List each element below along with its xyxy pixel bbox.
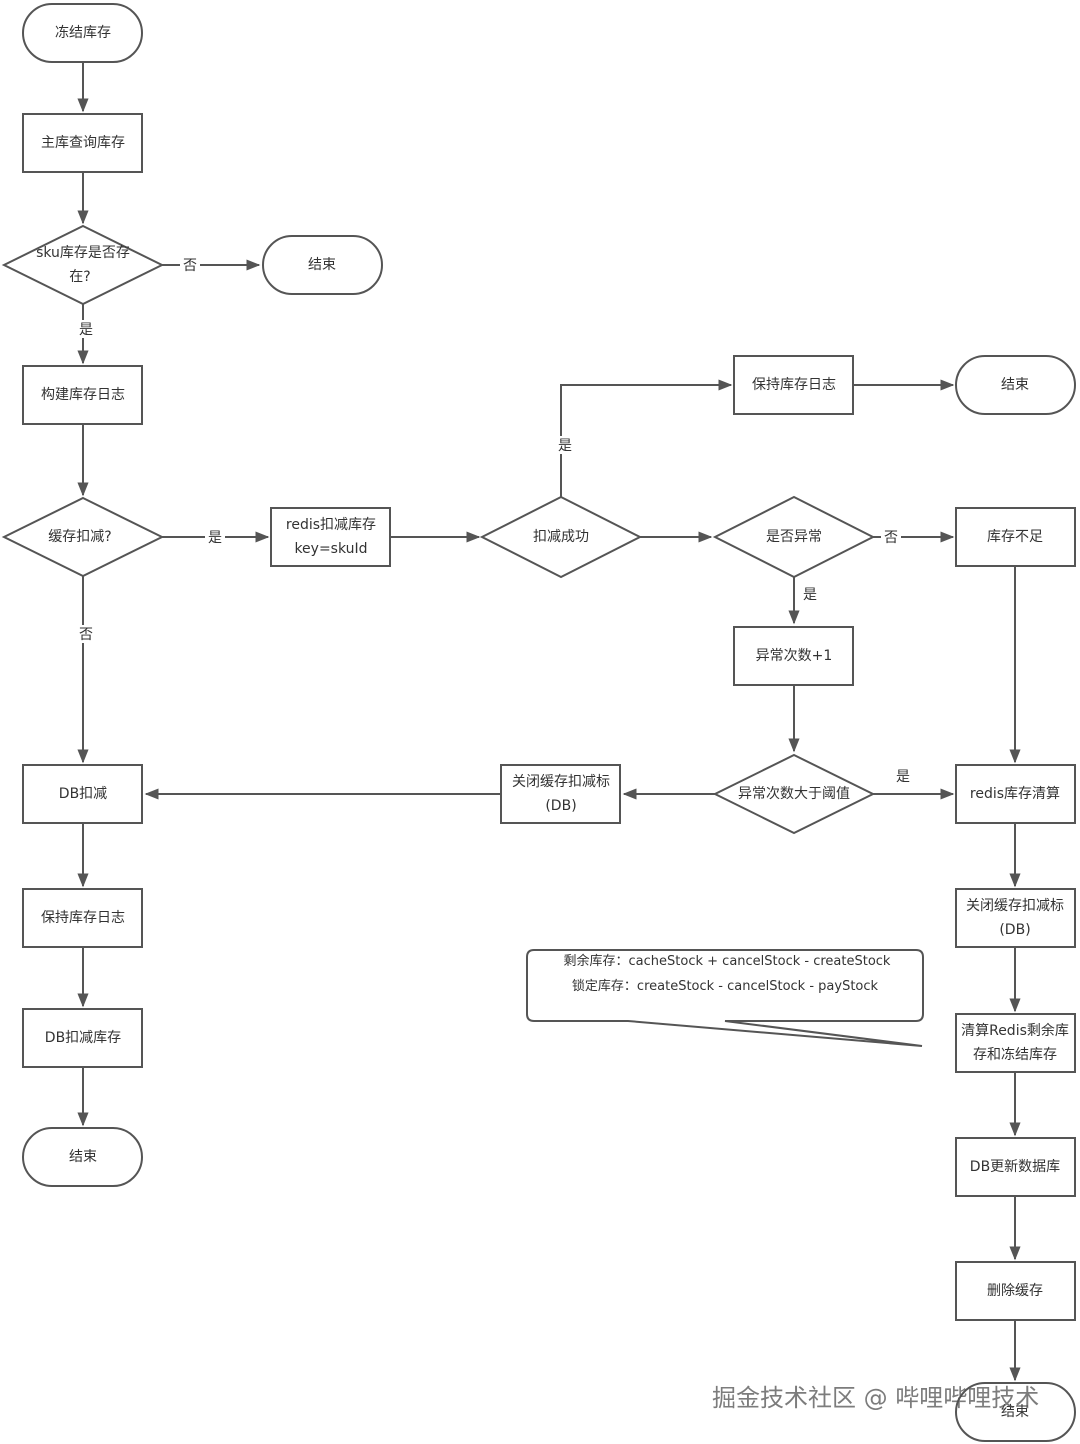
node-redis-deduct-label-2: key=skuId bbox=[294, 541, 367, 557]
node-settle-redis bbox=[955, 1013, 1076, 1073]
edge-success-yes bbox=[560, 379, 733, 497]
node-db-deduct-stock bbox=[22, 1008, 143, 1068]
node-sku-exists-label-2: 在? bbox=[69, 269, 90, 285]
node-end-left-label: 结束 bbox=[69, 1149, 97, 1165]
node-query-label: 主库查询库存 bbox=[41, 135, 125, 151]
node-sku-exists-decision bbox=[1, 224, 165, 306]
node-is-exception-label: 是否异常 bbox=[766, 529, 822, 545]
node-settle-label-1: 清算Redis剩余库 bbox=[961, 1022, 1069, 1039]
note-line-remaining: 剩余库存：cacheStock + cancelStock - createSt… bbox=[564, 953, 891, 969]
node-is-exception-decision bbox=[712, 495, 876, 579]
node-redis-clear bbox=[955, 764, 1076, 824]
node-keep-log-left bbox=[22, 888, 143, 948]
node-exception-count bbox=[733, 626, 854, 686]
node-insufficient-label: 库存不足 bbox=[987, 529, 1043, 545]
node-close-flag-mid-label-1: 关闭缓存扣减标 bbox=[512, 774, 610, 790]
node-db-deduct-stock-label: DB扣减库存 bbox=[45, 1030, 121, 1046]
node-deduct-success-decision bbox=[479, 495, 643, 579]
node-insufficient-stock bbox=[955, 507, 1076, 567]
node-start-frozen-stock bbox=[22, 3, 143, 63]
node-cache-deduct-decision bbox=[1, 496, 165, 578]
node-close-flag-right-label-1: 关闭缓存扣减标 bbox=[966, 898, 1064, 914]
label-exception-no: 否 bbox=[884, 530, 898, 546]
node-end-top bbox=[262, 235, 383, 295]
node-end-bottom-label: 结束 bbox=[1001, 1404, 1029, 1420]
node-db-update-label: DB更新数据库 bbox=[970, 1159, 1060, 1175]
node-close-flag-mid-label-2: (DB) bbox=[545, 798, 576, 814]
edges bbox=[77, 62, 1021, 1382]
node-end-top-label: 结束 bbox=[308, 257, 336, 273]
label-threshold-yes: 是 bbox=[896, 769, 910, 785]
node-over-threshold-label: 异常次数大于阈值 bbox=[738, 786, 850, 802]
node-end-right-top bbox=[955, 355, 1076, 415]
label-cache-yes: 是 bbox=[208, 530, 222, 546]
node-db-deduct-label: DB扣减 bbox=[59, 786, 107, 802]
node-cache-deduct-label: 缓存扣减? bbox=[48, 529, 111, 545]
node-build-log-label: 构建库存日志 bbox=[41, 387, 125, 403]
nodes: 冻结库存 主库查询库存 sku库存是否存 在? 结束 构建库存日志 缓存扣减? … bbox=[1, 3, 1076, 1442]
node-close-flag-mid bbox=[500, 764, 621, 824]
node-settle-label-2: 存和冻结库存 bbox=[973, 1046, 1057, 1063]
node-redis-clear-label: redis库存清算 bbox=[970, 786, 1060, 802]
edge-labels: 否 是 是 否 是 否 是 是 bbox=[76, 256, 910, 785]
label-success-yes: 是 bbox=[558, 438, 572, 454]
node-end-left bbox=[22, 1127, 143, 1187]
note-line-locked: 锁定库存：createStock - cancelStock - payStoc… bbox=[572, 978, 879, 994]
label-cache-no: 否 bbox=[79, 627, 93, 643]
label-sku-yes: 是 bbox=[79, 322, 93, 338]
node-redis-deduct-label-1: redis扣减库存 bbox=[286, 517, 376, 533]
node-sku-exists-label-1: sku库存是否存 bbox=[36, 245, 130, 261]
note-box bbox=[526, 949, 924, 1047]
node-end-right-top-label: 结束 bbox=[1001, 377, 1029, 393]
node-redis-deduct bbox=[270, 507, 391, 567]
node-close-flag-right-label-2: (DB) bbox=[999, 922, 1030, 938]
node-delete-cache-label: 删除缓存 bbox=[987, 1283, 1043, 1299]
node-end-bottom bbox=[955, 1382, 1076, 1442]
node-deduct-success-label: 扣减成功 bbox=[533, 529, 589, 545]
label-exception-yes: 是 bbox=[803, 587, 817, 603]
note-callout: 剩余库存：cacheStock + cancelStock - createSt… bbox=[526, 949, 924, 1047]
node-keep-log-top-label: 保持库存日志 bbox=[752, 377, 836, 393]
watermark: 掘金技术社区 @ 哔哩哔哩技术 bbox=[712, 1384, 1040, 1412]
node-db-deduct bbox=[22, 764, 143, 824]
node-keep-log-top bbox=[733, 355, 854, 415]
node-db-update bbox=[955, 1137, 1076, 1197]
node-close-flag-right bbox=[955, 888, 1076, 948]
label-sku-no: 否 bbox=[183, 258, 197, 274]
node-over-threshold-decision bbox=[712, 753, 876, 835]
node-query-stock bbox=[22, 113, 143, 173]
node-delete-cache bbox=[955, 1261, 1076, 1321]
node-start-label: 冻结库存 bbox=[55, 24, 111, 41]
node-build-log bbox=[22, 365, 143, 425]
node-exception-count-label: 异常次数+1 bbox=[756, 648, 833, 664]
node-keep-log-left-label: 保持库存日志 bbox=[41, 910, 125, 926]
